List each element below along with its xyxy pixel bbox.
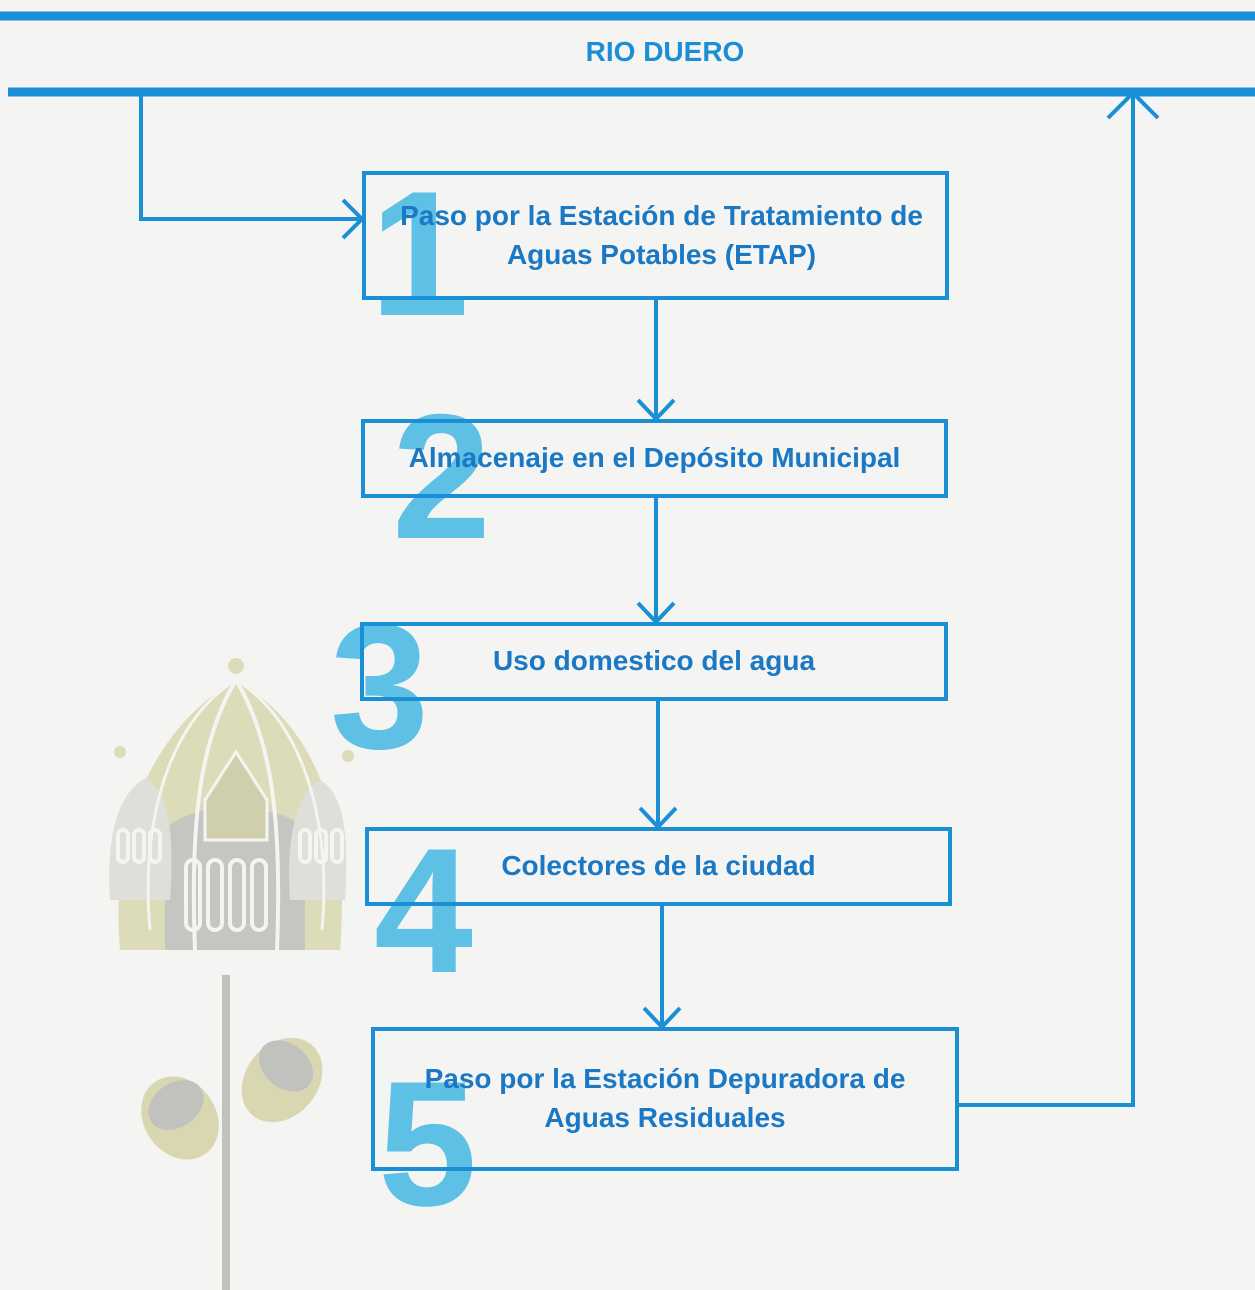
step-text-4: Colectores de la ciudad bbox=[501, 850, 816, 882]
step-box-1: Paso por la Estación de Tratamiento de A… bbox=[362, 171, 949, 300]
cathedral-dome-flower-icon bbox=[109, 658, 354, 1290]
intake-connector bbox=[139, 92, 360, 221]
step-number-2: 2 bbox=[392, 377, 491, 576]
step-box-2: Almacenaje en el Depósito Municipal bbox=[361, 419, 948, 498]
step-text-5: Paso por la Estación Depuradora de Aguas… bbox=[424, 1063, 906, 1133]
river-label: RIO DUERO bbox=[585, 36, 745, 67]
step-number-5: 5 bbox=[378, 1044, 477, 1243]
step-number-3: 3 bbox=[330, 587, 429, 786]
step-text-3: Uso domestico del agua bbox=[492, 645, 816, 677]
return-arrowhead bbox=[1106, 90, 1160, 120]
step-number-4: 4 bbox=[374, 811, 473, 1010]
return-connector bbox=[957, 96, 1135, 1107]
step-box-4: Colectores de la ciudad bbox=[365, 827, 952, 906]
step-text-1: Paso por la Estación de Tratamiento de A… bbox=[400, 199, 923, 270]
step-number-1: 1 bbox=[370, 154, 469, 353]
step-text-2: Almacenaje en el Depósito Municipal bbox=[408, 442, 901, 474]
step-box-5: Paso por la Estación Depuradora de Aguas… bbox=[371, 1027, 959, 1171]
step-box-3: Uso domestico del agua bbox=[360, 622, 948, 701]
